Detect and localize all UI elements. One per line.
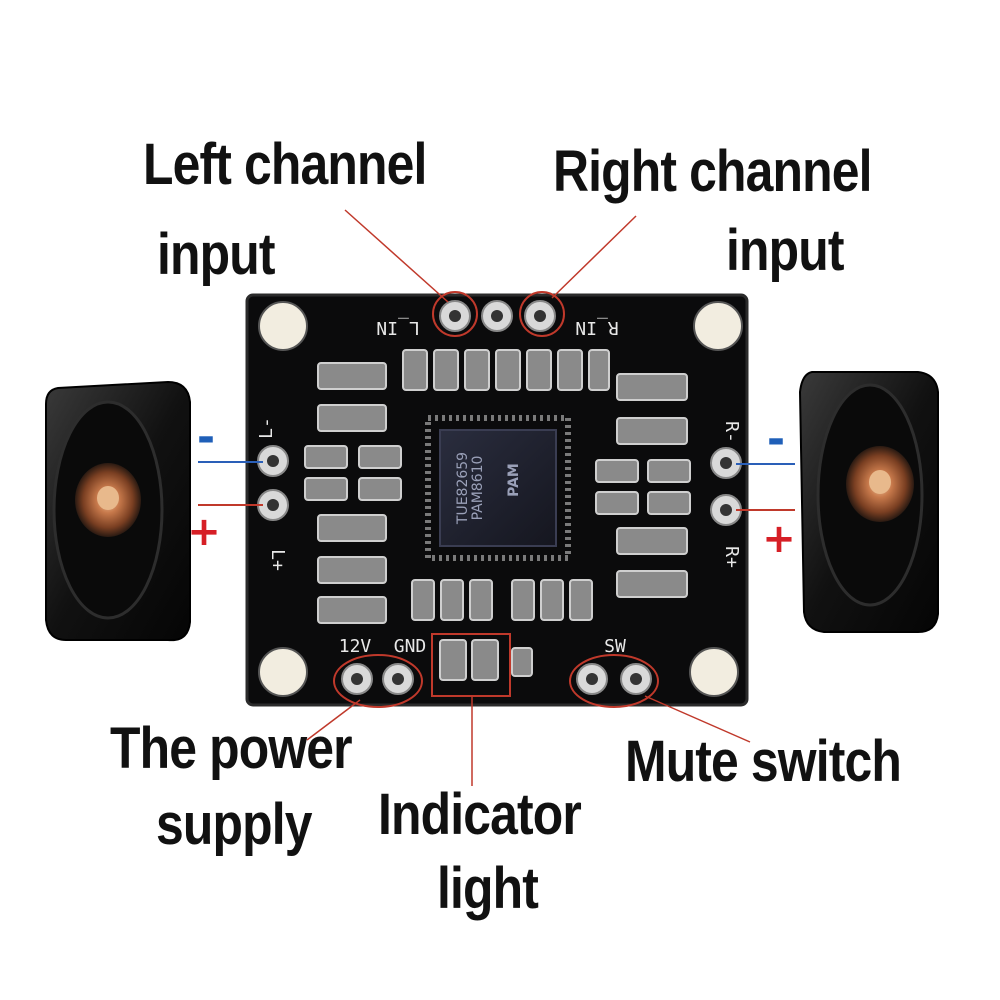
- pcb-label-l-minus: L-: [256, 417, 277, 439]
- right-minus-sign: -: [767, 414, 785, 465]
- right-speaker: [798, 371, 939, 633]
- callout-highlights: [333, 291, 659, 708]
- left-speaker: [45, 380, 191, 642]
- pcb-label-sw: SW: [604, 636, 626, 657]
- left-speaker-pins: [257, 445, 289, 521]
- right-speaker-pins: [710, 447, 742, 526]
- chip-batch: TUE82659: [455, 452, 471, 525]
- left-minus-sign: -: [197, 412, 215, 463]
- pcb-label-l-in: L_IN: [376, 317, 419, 338]
- amplifier-chip: [425, 415, 571, 561]
- callout-power-line2: supply: [156, 792, 312, 857]
- power-pins: [341, 663, 414, 695]
- left-plus-sign: +: [187, 509, 221, 555]
- callout-leaders: [306, 209, 751, 786]
- callout-right-input-line2: input: [726, 218, 844, 283]
- mute-pins: [576, 663, 652, 695]
- mount-hole-bl: [258, 647, 308, 697]
- pcb-label-r-in: R_IN: [575, 317, 618, 338]
- smd-top-row: [402, 349, 610, 391]
- pcb-label-r-minus: R-: [721, 421, 742, 443]
- smd-left-block: [304, 362, 402, 624]
- callout-indicator-line1: Indicator: [378, 782, 582, 847]
- pcb-label-r-plus: R+: [721, 546, 742, 568]
- callout-right-input-line1: Right channel: [553, 139, 872, 204]
- chip-model: PAM8610: [470, 456, 486, 521]
- callout-left-input-line2: input: [157, 222, 275, 287]
- callout-mute: Mute switch: [625, 729, 902, 794]
- right-plus-sign: +: [762, 516, 796, 562]
- pcb-label-12v: 12V: [339, 636, 372, 657]
- pcb-label-l-plus: L+: [267, 549, 288, 571]
- callout-indicator-line2: light: [437, 856, 539, 921]
- mount-hole-tr: [693, 301, 743, 351]
- mount-hole-br: [689, 647, 739, 697]
- smd-right-block: [595, 373, 691, 598]
- pcb-label-gnd: GND: [394, 636, 427, 657]
- callout-left-input-line1: Left channel: [143, 132, 427, 197]
- mount-hole-tl: [258, 301, 308, 351]
- callout-power-line1: The power: [110, 716, 353, 781]
- chip-logo: PAM: [506, 463, 522, 497]
- smd-bottom-row: [411, 579, 593, 681]
- input-pins: [439, 300, 556, 332]
